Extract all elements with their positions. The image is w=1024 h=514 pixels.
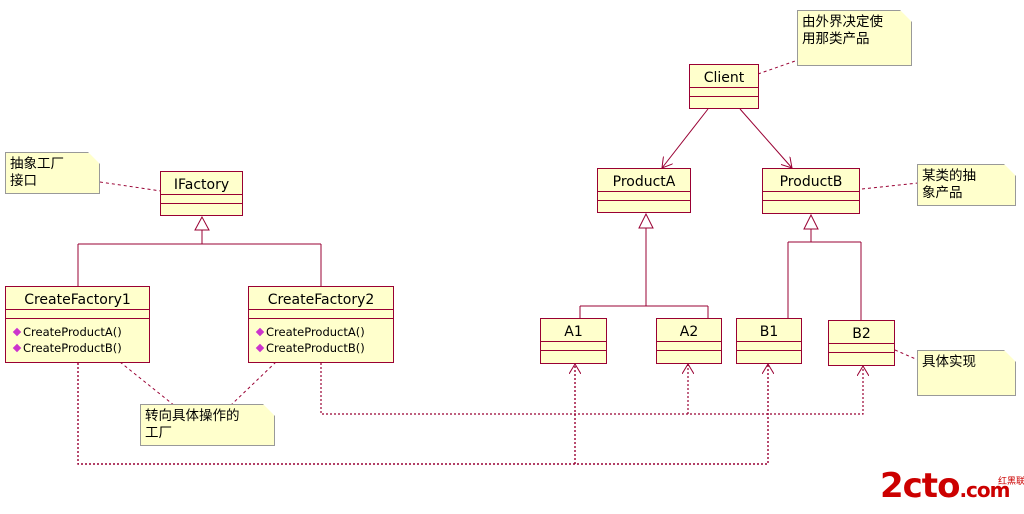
productb-class[interactable]: ProductB — [762, 168, 860, 214]
createfactory1-class[interactable]: CreateFactory1 CreateProductA() CreatePr… — [5, 286, 150, 363]
attributes-section — [829, 344, 894, 353]
attributes-section — [6, 310, 149, 319]
productb-generalization — [787, 213, 862, 320]
a2-class[interactable]: A2 — [656, 318, 722, 364]
operations-section — [829, 353, 894, 361]
operations-section: CreateProductA() CreateProductB() — [6, 319, 149, 356]
attributes-section — [249, 310, 393, 319]
note-line: 抽象工厂 — [10, 156, 64, 172]
ifactory-class[interactable]: IFactory — [160, 171, 243, 216]
producta-generalization — [579, 212, 709, 318]
note-line: 某类的抽 — [922, 168, 976, 184]
note-line: 用那类产品 — [802, 31, 870, 47]
operation-item: CreateProductA() — [257, 324, 393, 340]
client-note[interactable]: 由外界决定使 用那类产品 — [797, 10, 912, 66]
class-name: CreateFactory2 — [249, 287, 393, 310]
note-line: 象产品 — [922, 185, 963, 201]
producta-class[interactable]: ProductA — [597, 168, 691, 213]
client-to-producta-line — [662, 108, 709, 168]
factory2-dependencies — [320, 363, 863, 415]
class-name: Client — [690, 65, 758, 88]
note-line: 由外界决定使 — [802, 14, 883, 30]
note-line: 具体实现 — [922, 354, 976, 370]
watermark-logo: 2cto.com 红黑联盟 — [880, 466, 1024, 506]
attributes-section — [541, 342, 606, 351]
operations-section — [598, 201, 690, 209]
attributes-section — [737, 342, 801, 351]
watermark-suffix: .com — [959, 478, 1010, 502]
productb-note[interactable]: 某类的抽 象产品 — [917, 164, 1016, 206]
operations-section — [161, 204, 242, 212]
concrete-note[interactable]: 具体实现 — [917, 350, 1016, 396]
factory-note[interactable]: 转向具体操作的 工厂 — [140, 404, 275, 446]
a1-class[interactable]: A1 — [540, 318, 607, 364]
note-line: 转向具体操作的 — [145, 408, 240, 424]
operations-section — [737, 351, 801, 359]
class-name: IFactory — [161, 172, 242, 195]
class-name: A2 — [657, 319, 721, 342]
note-connectors — [99, 59, 919, 407]
class-name: CreateFactory1 — [6, 287, 149, 310]
watermark-tag: 红黑联盟 — [998, 477, 1024, 487]
attributes-section — [161, 195, 242, 204]
attributes-section — [763, 192, 859, 201]
operation-item: CreateProductB() — [14, 340, 149, 356]
class-name: ProductB — [763, 169, 859, 192]
client-to-productb-line — [739, 108, 792, 168]
operations-section — [690, 97, 758, 105]
operations-section — [657, 351, 721, 359]
operations-section — [541, 351, 606, 359]
class-name: A1 — [541, 319, 606, 342]
note-line: 接口 — [10, 173, 37, 189]
attributes-section — [598, 192, 690, 201]
operation-item: CreateProductB() — [257, 340, 393, 356]
operation-item: CreateProductA() — [14, 324, 149, 340]
operations-section — [763, 201, 859, 209]
client-class[interactable]: Client — [689, 64, 759, 109]
ifactory-generalization — [77, 215, 322, 286]
createfactory2-class[interactable]: CreateFactory2 CreateProductA() CreatePr… — [248, 286, 394, 363]
attributes-section — [657, 342, 721, 351]
attributes-section — [690, 88, 758, 97]
ifactory-note[interactable]: 抽象工厂 接口 — [5, 152, 100, 194]
note-line: 工厂 — [145, 425, 172, 441]
b2-class[interactable]: B2 — [828, 320, 895, 366]
watermark-main: 2cto — [880, 466, 960, 506]
class-name: B1 — [737, 319, 801, 342]
operations-section: CreateProductA() CreateProductB() — [249, 319, 393, 356]
class-name: ProductA — [598, 169, 690, 192]
b1-class[interactable]: B1 — [736, 318, 802, 364]
class-name: B2 — [829, 321, 894, 344]
